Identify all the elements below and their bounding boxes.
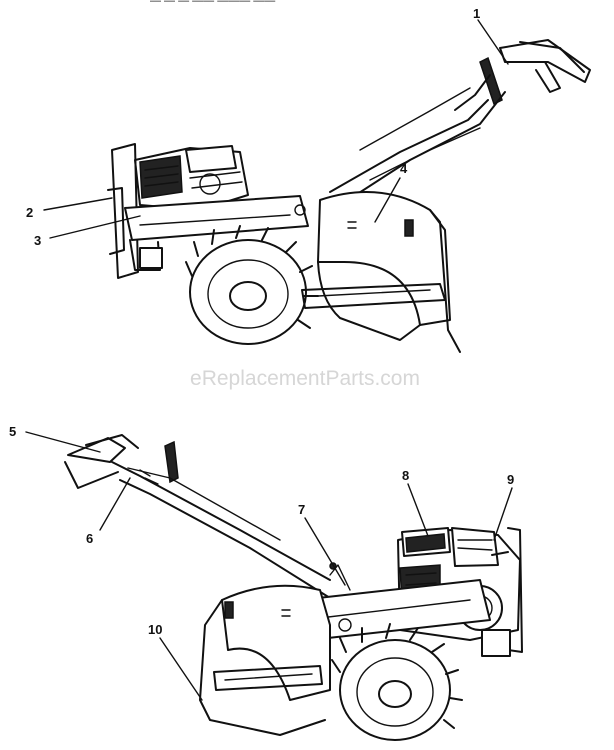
engine-top	[134, 145, 249, 211]
callout-3: 3	[34, 233, 41, 248]
callouts: 1 2 3 4 5 6 7 8 9 10	[9, 6, 514, 637]
tine-hood-bottom	[199, 584, 331, 736]
callout-10: 10	[148, 622, 162, 637]
wheel-bottom	[331, 623, 463, 741]
tiller-top-view	[107, 39, 591, 353]
watermark-text: eReplacementParts.com	[190, 367, 420, 390]
frame-top	[124, 195, 309, 271]
rear-bumper-bottom	[481, 527, 523, 657]
callout-4: 4	[400, 161, 408, 176]
leader-lines	[25, 19, 513, 701]
handlebar-top	[329, 39, 591, 203]
callout-2: 2	[26, 205, 33, 220]
callout-8: 8	[402, 468, 409, 483]
header-text: — — — —— ——— ——	[150, 0, 275, 7]
wheel-top	[185, 225, 319, 345]
callout-5: 5	[9, 424, 16, 439]
tiller-bottom-view	[64, 434, 523, 741]
callout-7: 7	[298, 502, 305, 517]
callout-9: 9	[507, 472, 514, 487]
handlebar-bottom	[64, 434, 331, 599]
tine-hood-top	[301, 191, 461, 353]
callout-1: 1	[473, 6, 480, 21]
callout-6: 6	[86, 531, 93, 546]
front-bumper-top	[107, 143, 139, 279]
